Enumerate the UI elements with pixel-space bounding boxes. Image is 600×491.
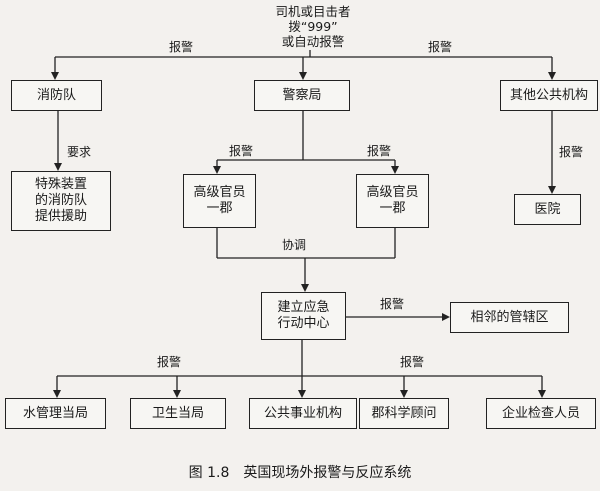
water-authority-label: 水管理当局 [22,405,88,421]
police-node: 警察局 [254,80,350,111]
caller-line-2: 拨“999” [288,19,338,34]
senior-official-right-node: 高级官员 一郡 [356,174,429,228]
fire-brigade-node: 消防队 [11,80,102,111]
emergency-command-center-node: 建立应急 行动中心 [261,292,346,340]
public-utilities-node: 公共事业机构 [249,398,357,429]
senior-left-line-2: 一郡 [206,201,233,216]
enterprise-inspector-node: 企业检查人员 [486,398,596,429]
other-public-agency-node: 其他公共机构 [500,80,598,111]
caller-line-1: 司机或目击者 [275,4,351,19]
special-fire-line-2: 的消防队 [34,193,87,208]
inspector-label: 企业检查人员 [501,405,580,421]
public-utilities-label: 公共事业机构 [263,405,342,421]
special-fire-line-3: 提供援助 [34,209,87,224]
senior-right-line-1: 高级官员 [366,185,419,200]
health-authority-node: 卫生当局 [130,398,226,429]
caller-node: 司机或目击者 拨“999” 或自动报警 [268,4,358,49]
water-authority-node: 水管理当局 [5,398,106,429]
caller-line-3: 或自动报警 [281,34,345,49]
hospital-node: 医院 [514,194,581,225]
edge-label-report-police-right: 报警 [367,144,392,158]
edge-label-coordinate: 协调 [282,238,307,252]
senior-right-line-2: 一郡 [379,201,406,216]
edge-label-report-right: 报警 [428,40,453,54]
county-advisor-label: 郡科学顾问 [371,405,437,421]
health-authority-label: 卫生当局 [151,405,204,421]
county-scientific-advisor-node: 郡科学顾问 [359,398,449,429]
senior-official-left-node: 高级官员 一郡 [183,174,256,228]
senior-left-line-1: 高级官员 [193,185,246,200]
hospital-label: 医院 [534,201,561,217]
neighbor-jurisdiction-node: 相邻的管辖区 [450,302,569,333]
police-label: 警察局 [282,87,322,103]
edge-label-require: 要求 [67,145,92,159]
command-line-2: 行动中心 [277,316,330,331]
edge-label-report-other: 报警 [559,145,584,159]
neighbor-label: 相邻的管辖区 [470,309,549,325]
special-fire-line-1: 特殊装置 [34,177,87,192]
figure-caption: 图 1.8 英国现场外报警与反应系统 [188,465,412,481]
edge-label-report-left: 报警 [169,40,194,54]
edge-label-report-neighbor: 报警 [380,297,405,311]
command-line-1: 建立应急 [277,300,330,315]
special-fire-brigade-node: 特殊装置 的消防队 提供援助 [11,171,111,231]
other-public-agency-label: 其他公共机构 [509,87,588,103]
fire-brigade-label: 消防队 [36,87,76,103]
edge-label-report-bottom-left: 报警 [157,355,182,369]
edge-label-report-bottom-right: 报警 [400,355,425,369]
edge-label-report-police-left: 报警 [229,144,254,158]
